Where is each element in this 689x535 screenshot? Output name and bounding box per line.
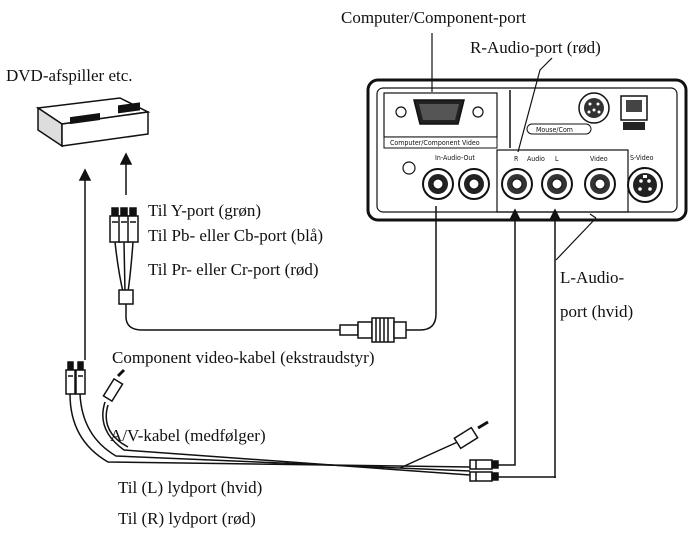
- l-text: L: [555, 155, 559, 163]
- s-video-text: S-Video: [630, 154, 654, 162]
- computer-component-video-text: Computer/Component Video: [390, 139, 480, 147]
- r-text: R: [514, 155, 519, 163]
- in-audio-out-ports: In-Audio-Out: [422, 154, 490, 200]
- in-audio-out-text: In-Audio-Out: [435, 154, 475, 162]
- til-y-port-label: Til Y-port (grøn): [148, 201, 262, 220]
- mouse-com-port: Mouse/Com: [526, 92, 648, 135]
- computer-component-port-label: Computer/Component-port: [341, 8, 527, 27]
- mouse-com-text: Mouse/Com: [536, 126, 573, 134]
- dvd-player-label: DVD-afspiller etc.: [6, 66, 133, 85]
- video-text: Video: [590, 155, 608, 163]
- r-audio-port-label: R-Audio-port (rød): [470, 38, 601, 57]
- dvd-player-icon: [35, 97, 151, 148]
- l-audio-port-label-line2: port (hvid): [560, 302, 634, 321]
- til-l-lydport-label: Til (L) lydport (hvid): [118, 478, 263, 497]
- component-video-cable-label: Component video-kabel (ekstraudstyr): [112, 348, 375, 367]
- av-cable: [65, 361, 556, 482]
- projector-panel: Computer/Component Video Mouse/Com In-Au…: [366, 78, 688, 222]
- computer-component-video-port: Computer/Component Video: [383, 92, 498, 149]
- l-audio-port-label-line1: L-Audio-: [560, 268, 625, 287]
- audio-video-ports: R Audio L Video: [496, 149, 629, 213]
- s-video-port: S-Video: [627, 154, 663, 203]
- audio-text: Audio: [527, 155, 545, 163]
- til-r-lydport-label: Til (R) lydport (rød): [118, 509, 256, 528]
- til-pr-port-label: Til Pr- eller Cr-port (rød): [148, 260, 319, 279]
- av-cable-label: A/V-kabel (medfølger): [110, 426, 266, 445]
- component-video-cable: [109, 206, 437, 343]
- til-pb-port-label: Til Pb- eller Cb-port (blå): [148, 226, 324, 245]
